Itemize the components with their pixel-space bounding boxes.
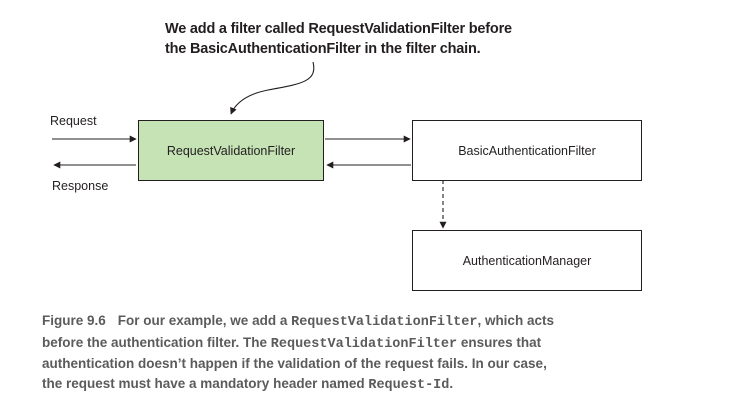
authentication-manager-box: AuthenticationManager bbox=[412, 230, 642, 291]
caption-text: before the authentication filter. The bbox=[42, 334, 271, 350]
caption-code: RequestValidationFilter bbox=[291, 315, 478, 330]
figure-number: Figure 9.6 bbox=[42, 313, 106, 328]
callout-pointer-arrow bbox=[230, 61, 315, 115]
basic-authentication-filter-box: BasicAuthenticationFilter bbox=[412, 120, 642, 181]
request-validation-filter-box: RequestValidationFilter bbox=[138, 120, 324, 181]
caption-line-2: before the authentication filter. The Re… bbox=[42, 333, 682, 355]
basic-authentication-filter-label: BasicAuthenticationFilter bbox=[458, 143, 596, 158]
request-label: Request bbox=[50, 114, 97, 128]
callout-line-2: the BasicAuthenticationFilter in the fil… bbox=[165, 41, 481, 57]
caption-text: . bbox=[449, 375, 454, 391]
caption-text: For our example, we add a bbox=[117, 313, 292, 328]
figure-caption: Figure 9.6 For our example, we add a Requ… bbox=[42, 311, 682, 395]
caption-line-4: the request must have a mandatory header… bbox=[42, 374, 682, 396]
caption-line-1: Figure 9.6 For our example, we add a Requ… bbox=[42, 311, 682, 333]
response-label: Response bbox=[52, 179, 109, 193]
request-validation-filter-label: RequestValidationFilter bbox=[166, 143, 296, 158]
caption-text: , which acts bbox=[477, 313, 554, 328]
callout-line-1: We add a filter called RequestValidation… bbox=[165, 21, 512, 37]
caption-text: ensures that bbox=[457, 334, 542, 350]
caption-text: the request must have a mandatory header… bbox=[42, 375, 369, 391]
caption-line-3: authentication doesn’t happen if the val… bbox=[42, 356, 547, 371]
caption-code: RequestValidationFilter bbox=[270, 336, 458, 352]
authentication-manager-label: AuthenticationManager bbox=[462, 253, 592, 268]
callout-annotation: We add a filter called RequestValidation… bbox=[165, 19, 585, 59]
caption-code: Request-Id bbox=[368, 377, 450, 393]
